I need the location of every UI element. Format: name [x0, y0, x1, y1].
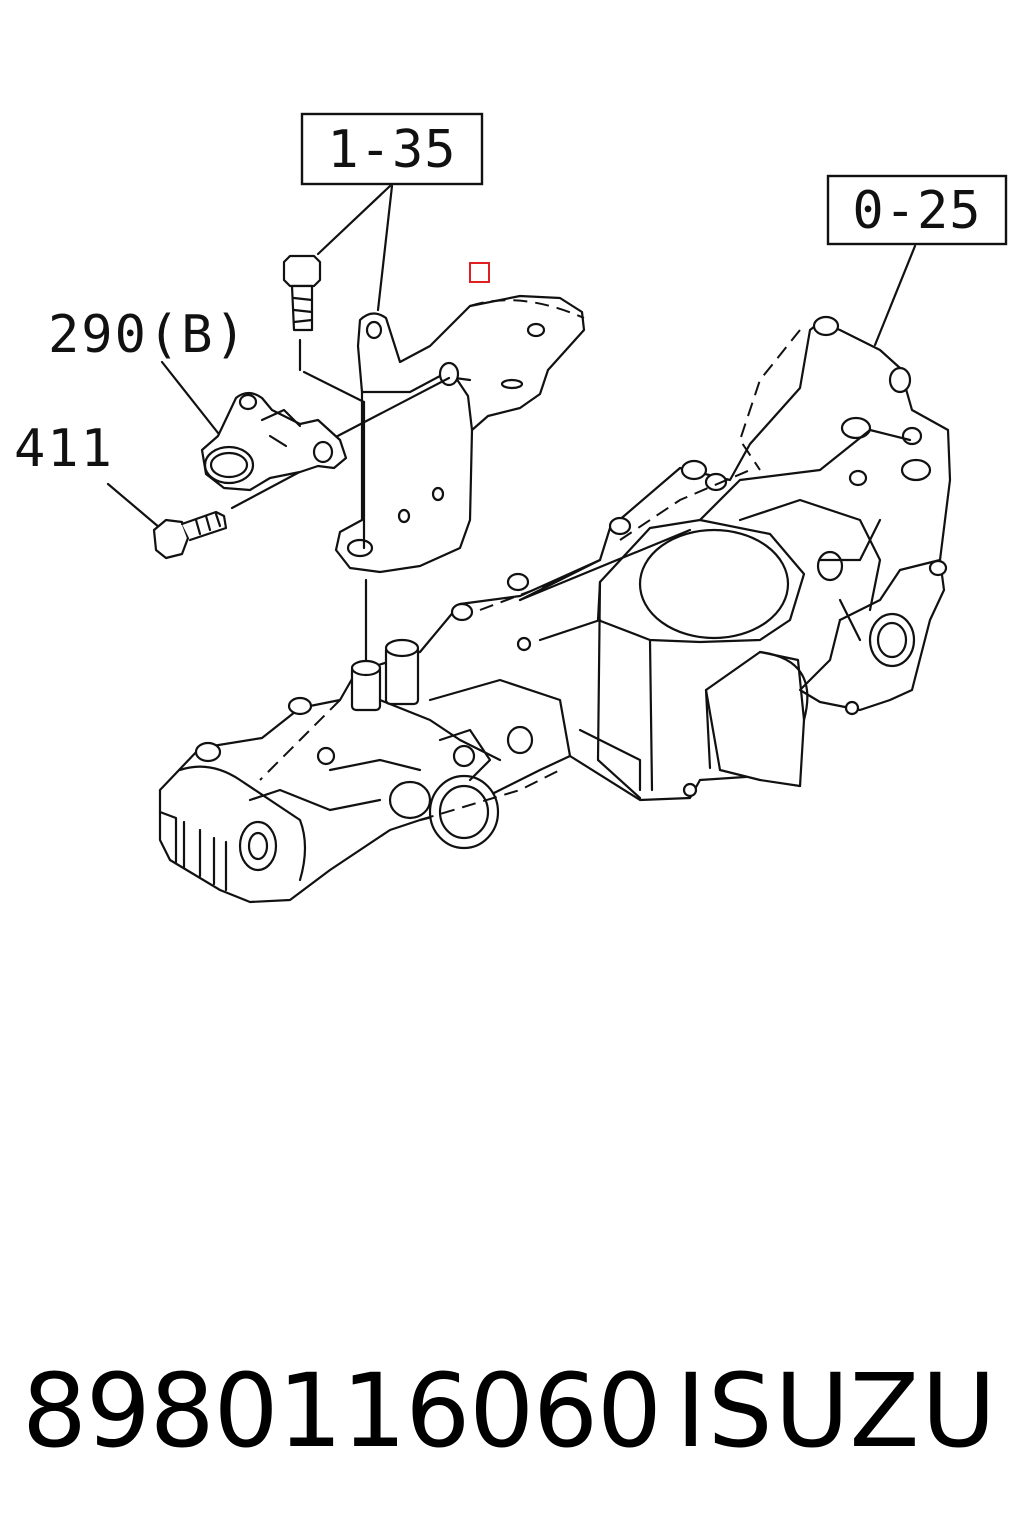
- callout-label-411: 411: [14, 419, 114, 479]
- callout-label-290b: 290(B): [48, 305, 248, 365]
- bracket-bolt: [282, 254, 322, 332]
- marker-square: [469, 262, 490, 283]
- manifold-leader: [518, 528, 692, 602]
- callout-label-1-35: 1-35: [327, 120, 456, 180]
- alignment-lines: [230, 338, 451, 670]
- brand-name: ISUZU: [675, 1352, 998, 1471]
- mounting-bracket: [334, 294, 586, 574]
- intake-manifold: [158, 315, 952, 904]
- footer: 8980116060 ISUZU: [0, 1352, 1024, 1472]
- leader-lines: [106, 184, 917, 530]
- callout-box-1-35: 1-35: [300, 112, 484, 186]
- callout-label-0-25: 0-25: [852, 181, 981, 241]
- part-number: 8980116060: [22, 1352, 662, 1471]
- sensor-290b: [200, 391, 348, 492]
- callout-box-0-25: 0-25: [826, 174, 1008, 246]
- sensor-bolt-411: [152, 510, 228, 560]
